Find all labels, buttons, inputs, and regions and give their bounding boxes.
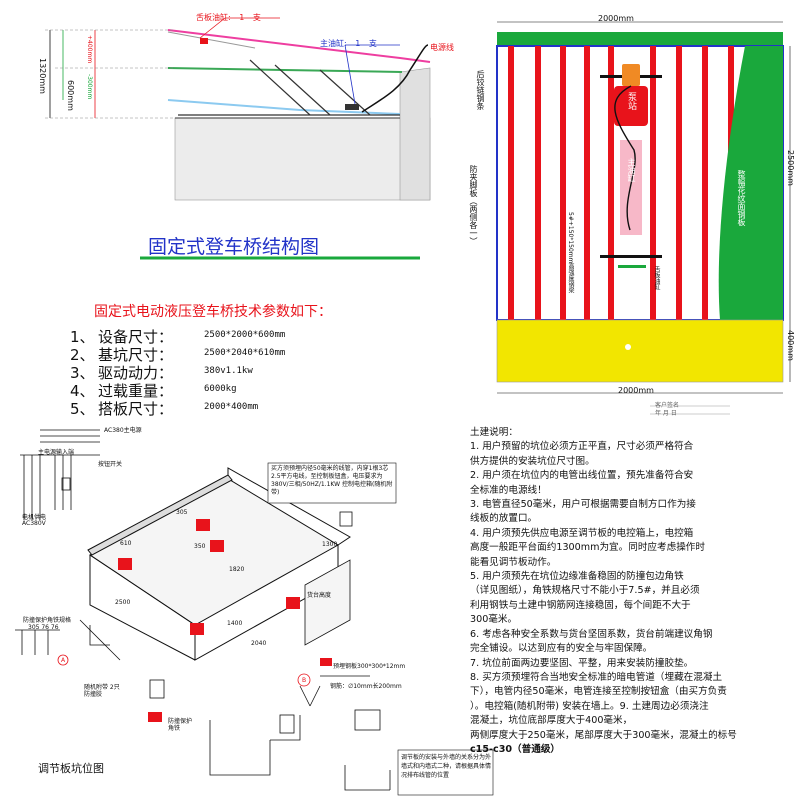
civil-line: c15-c30（普通级）: [470, 743, 561, 755]
guard-spec-label: 防撞保护角铁规格: [23, 617, 72, 624]
beam-label: 5#+150*150mm高强度钢梁: [567, 212, 574, 294]
main-cylinder-label-plan: 主油缸: [627, 158, 636, 182]
pump-station-label: 泵站: [626, 92, 636, 110]
civil-heading: 土建说明：: [470, 427, 518, 438]
dim-400: 400mm: [786, 330, 795, 361]
motor-supply-label: 电机供电: [22, 514, 47, 521]
dim-2500-pit: 2500: [115, 599, 131, 606]
power-line-label: 电源线: [430, 43, 454, 52]
civil-line: 两侧厚度大于250毫米，尾部厚度大于300毫米，混凝土的标号: [470, 729, 737, 741]
civil-line: 6. 考虑各种安全系数与货台坚固系数，货台前端建议角钢: [470, 628, 713, 640]
civil-line: 完全铺设。以达到应有的安全与牢固保障。: [470, 643, 653, 655]
dim-1400: 1400: [227, 620, 243, 627]
rear-hinge-label: 后铰链钢条: [476, 70, 485, 110]
dim-350: 350: [194, 543, 206, 550]
dim-1820: 1820: [229, 566, 245, 573]
dock-deck-lowered: [167, 99, 401, 115]
tongue-cylinder-label: 舌板油缸: 1 支: [196, 13, 261, 22]
civil-line: （详见图纸），角铁规格尺寸不能小于7.5#，并且必须: [470, 585, 700, 597]
civil-line: ）。电控箱(随机附带) 安装在墙上。9. 土建周边必须浇注: [470, 700, 709, 712]
dim-2040: 2040: [251, 640, 267, 647]
civil-line: 混凝土，坑位底部厚度大于400毫米，: [470, 715, 633, 727]
dim-305: 305: [176, 509, 188, 516]
plate-spec-label: 预埋钢板300*300*12mm: [333, 663, 406, 670]
structure-title: 固定式登车桥结构图: [148, 236, 320, 258]
dock-deck-level: [167, 67, 403, 73]
ac380v-label: AC380V: [22, 520, 46, 527]
params-heading: 固定式电动液压登车桥技术参数如下：: [94, 304, 332, 320]
side-skirt-label: 防夹脚板（两侧各一）: [469, 165, 478, 245]
guard-dims: 305 76 76: [28, 624, 59, 631]
civil-line: 5. 用户须预先在坑位边缘准备稳固的防撞包边角铁: [470, 571, 684, 583]
dim-plus400: +400mm: [86, 35, 93, 64]
date-field: 年 月 日: [655, 410, 677, 417]
rebar-spec-label: 钢筋：∅10mm长200mm: [330, 683, 402, 690]
param-item: 4、 过载重量： 6000kg: [70, 382, 237, 400]
cargo-height-label: 货台高度: [307, 592, 332, 599]
civil-line: 线板的放置口。: [470, 513, 538, 525]
dim-1300: 1300: [322, 541, 338, 548]
install-note: 调节板的安装与外墙的关系分为外墙式和内墙式二种，请根据具体情况排布线管的位置: [401, 754, 492, 779]
main-input-label: 主电源输入端: [38, 449, 75, 456]
detail-a: A: [61, 657, 66, 664]
param-item: 3、 驱动动力： 380v1.1kw: [70, 364, 253, 382]
civil-line: 1. 用户预留的坑位必须方正平直，尺寸必须严格符合: [470, 441, 694, 453]
param-item: 2、 基坑尺寸： 2500*2040*610mm: [70, 346, 286, 364]
dim-bottom-2000: 2000mm: [618, 386, 654, 395]
civil-line: 下），电管内径50毫米，电管连接至控制按钮盒（由买方负责: [470, 686, 727, 698]
tongue-cylinder-marker: [200, 38, 208, 44]
button-switch-label: 按钮开关: [98, 461, 123, 468]
spec-note: 买方须预埋内径50毫米的线管，内穿1根3芯2.5平方电线，至控制板钮盒，电压要求…: [271, 465, 393, 496]
civil-line: 7. 坑位前面两边要坚固、平整，用来安装防撞胶垫。: [470, 657, 694, 669]
dock-deck-raised: [167, 29, 431, 63]
dim-600: 600mm: [66, 80, 75, 111]
support-frame: [178, 59, 400, 116]
pit-title: 调节板坑位图: [38, 762, 104, 775]
guard-iron-label: 防撞保护角铁: [168, 718, 193, 732]
dim-1320: 1320mm: [38, 58, 47, 94]
param-item: 1、 设备尺寸： 2500*2000*600mm: [70, 328, 286, 346]
civil-line: 全标准的电源线！: [470, 484, 547, 496]
dim-minus300: -300mm: [86, 74, 93, 100]
params-list: 1、 设备尺寸： 2500*2000*600mm 2、 基坑尺寸： 2500*2…: [70, 326, 286, 418]
dim-top-2000: 2000mm: [598, 14, 634, 23]
detail-b: B: [302, 677, 307, 684]
civil-line: 利用钢铁与土建中钢筋网连接稳固，每个间距不大于: [470, 599, 691, 611]
civil-line: 2. 用户须在坑位内的电管出线位置，预先准备符合安: [470, 470, 694, 482]
civil-line: 能看见调节板动作。: [470, 556, 557, 568]
main-cylinder-label: 主油缸: 1 支: [320, 39, 377, 48]
power-cable: [361, 44, 429, 113]
param-item: 5、 搭板尺寸： 2000*400mm: [70, 400, 259, 418]
civil-line: 300毫米。: [470, 614, 518, 626]
concrete-foundation: [174, 67, 431, 201]
pattern-plate-label: 整幅花纹面钢板: [737, 170, 746, 226]
dim-610: 610: [120, 540, 132, 547]
customer-signature: 客户签名: [655, 402, 680, 409]
dim-2500: 2500mm: [786, 150, 795, 186]
main-cylinder-marker: [345, 104, 359, 110]
civil-notes: 土建说明： 1. 用户预留的坑位必须方正平直，尺寸必须严格符合 供方提供的安装坑…: [470, 426, 795, 757]
civil-line: 4. 用户须预先供应电源至调节板的电控箱上，电控箱: [470, 527, 694, 539]
civil-line: 3. 电管直径50毫米，用户可根据需要自制方口作为接: [470, 499, 696, 511]
civil-line: 高度一般距平台面约1300mm为宜。同时应考虑操作时: [470, 542, 705, 554]
civil-line: 供方提供的安装坑位尺寸图。: [470, 455, 595, 467]
control-box-label: 随机附带 2只防撞胶: [84, 684, 120, 698]
ac-main-label: AC380主电源: [104, 427, 142, 434]
tongue-cylinder-label-plan: 舌板油缸: [653, 266, 660, 290]
civil-line: 8. 买方须预埋符合当地安全标准的暗电管道（埋藏在混凝土: [470, 671, 723, 683]
